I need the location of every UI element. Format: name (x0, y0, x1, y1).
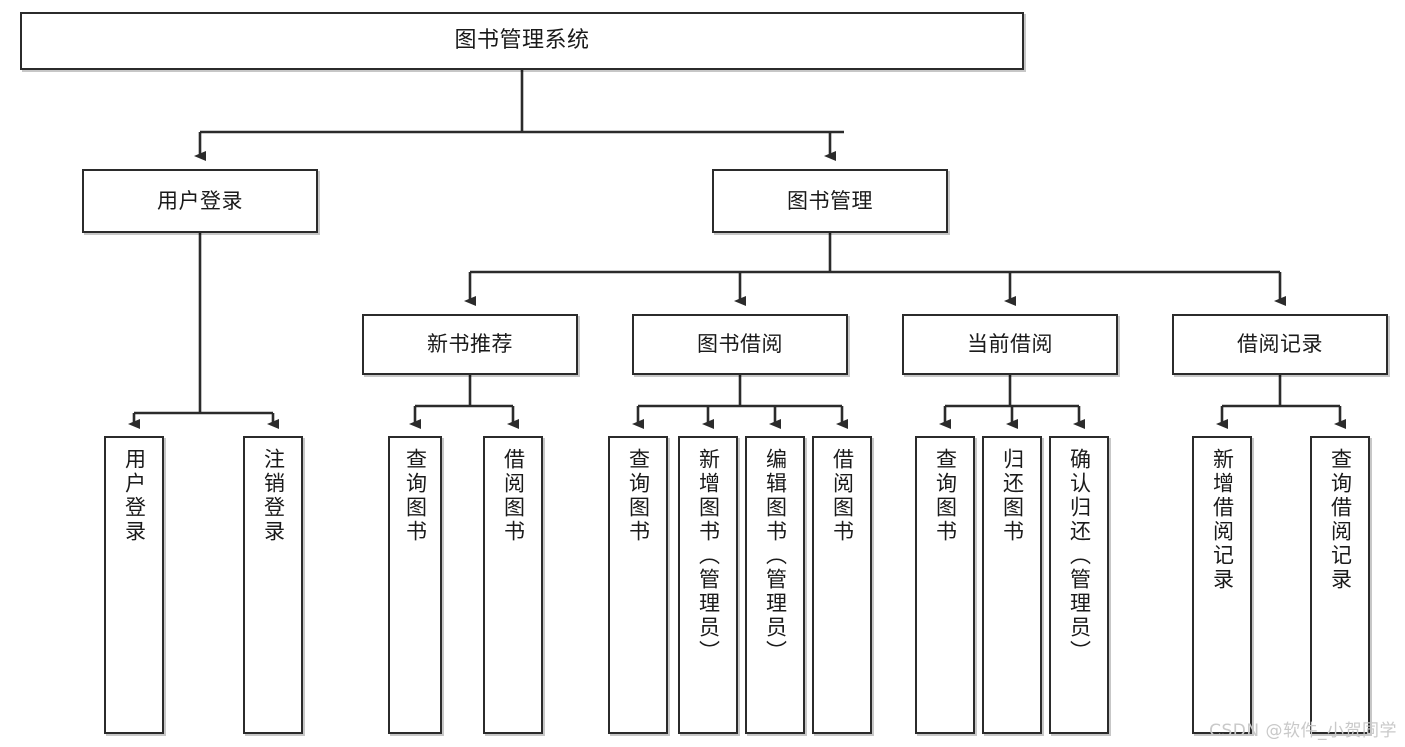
node-root-label: 图书管理系统 (454, 28, 590, 54)
leaf-logout[interactable]: 注销登录 (243, 436, 303, 734)
node-current-borrow-label: 当前借阅 (967, 332, 1053, 357)
leaf-query-book-borrow[interactable]: 查询图书 (608, 436, 668, 734)
leaf-add-book[interactable]: 新增图书（管理员） (678, 436, 738, 734)
leaf-user-login-label: 用户登录 (122, 448, 147, 544)
leaf-user-login[interactable]: 用户登录 (104, 436, 164, 734)
node-book-borrow-label: 图书借阅 (697, 332, 783, 357)
node-user-login[interactable]: 用户登录 (82, 169, 318, 233)
leaf-return-book-label: 归还图书 (1000, 448, 1025, 544)
node-user-login-label: 用户登录 (157, 188, 243, 213)
leaf-query-book-current[interactable]: 查询图书 (915, 436, 975, 734)
node-book-borrow[interactable]: 图书借阅 (632, 314, 848, 375)
leaf-borrow-book[interactable]: 借阅图书 (812, 436, 872, 734)
leaf-add-borrow-record[interactable]: 新增借阅记录 (1192, 436, 1252, 734)
leaf-query-book-newbook-label: 查询图书 (403, 448, 428, 544)
leaf-edit-book[interactable]: 编辑图书（管理员） (745, 436, 805, 734)
node-new-book-recommend[interactable]: 新书推荐 (362, 314, 578, 375)
leaf-query-borrow-record[interactable]: 查询借阅记录 (1310, 436, 1370, 734)
node-book-manage[interactable]: 图书管理 (712, 169, 948, 233)
leaf-return-book[interactable]: 归还图书 (982, 436, 1042, 734)
leaf-confirm-return[interactable]: 确认归还（管理员） (1049, 436, 1109, 734)
leaf-confirm-return-label: 确认归还（管理员） (1067, 448, 1092, 664)
leaf-query-book-current-label: 查询图书 (933, 448, 958, 544)
leaf-query-book-newbook[interactable]: 查询图书 (388, 436, 442, 734)
leaf-query-book-borrow-label: 查询图书 (626, 448, 651, 544)
node-book-manage-label: 图书管理 (787, 188, 873, 213)
leaf-edit-book-label: 编辑图书（管理员） (763, 448, 788, 664)
leaf-borrow-book-label: 借阅图书 (830, 448, 855, 544)
watermark: CSDN @软件_小贺同学 (1209, 721, 1397, 741)
leaf-add-borrow-record-label: 新增借阅记录 (1210, 448, 1235, 592)
leaf-logout-label: 注销登录 (261, 448, 286, 544)
leaf-borrow-book-newbook-label: 借阅图书 (501, 448, 526, 544)
leaf-add-book-label: 新增图书（管理员） (696, 448, 721, 664)
node-new-book-recommend-label: 新书推荐 (427, 332, 513, 357)
node-root[interactable]: 图书管理系统 (20, 12, 1024, 70)
node-borrow-record-label: 借阅记录 (1237, 332, 1323, 357)
leaf-borrow-book-newbook[interactable]: 借阅图书 (483, 436, 543, 734)
leaf-query-borrow-record-label: 查询借阅记录 (1328, 448, 1353, 592)
node-current-borrow[interactable]: 当前借阅 (902, 314, 1118, 375)
node-borrow-record[interactable]: 借阅记录 (1172, 314, 1388, 375)
